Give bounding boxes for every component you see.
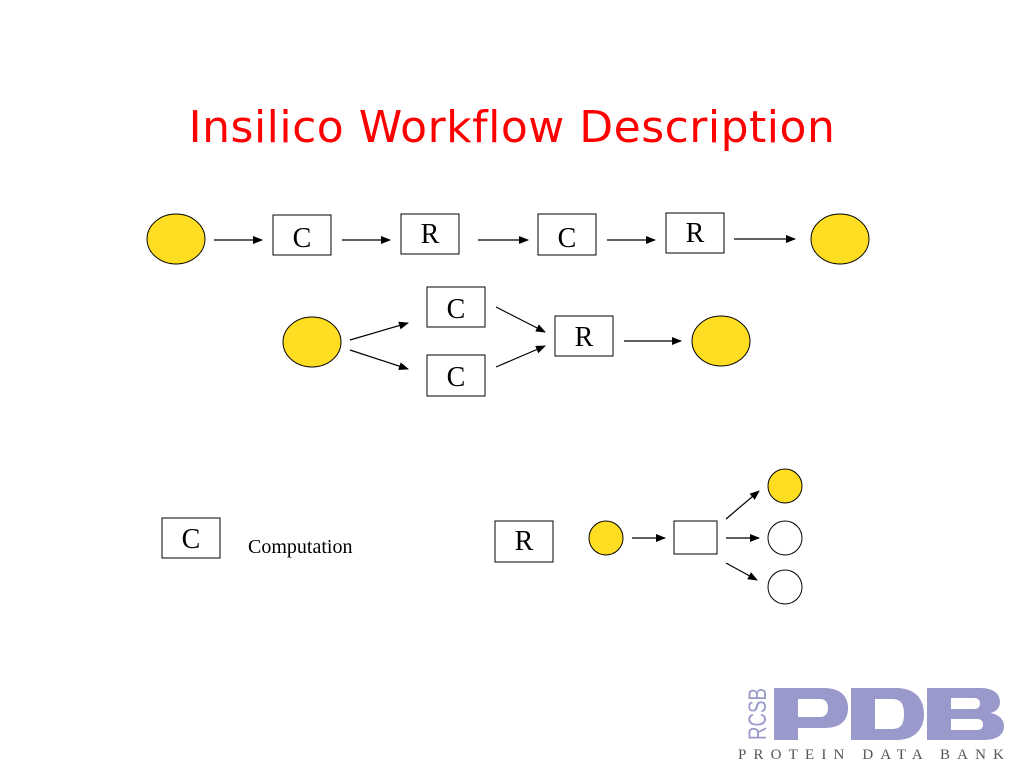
- fork-arrow-down: [349, 349, 409, 370]
- parallel-workflow: C C R: [282, 286, 751, 397]
- r-box: [400, 213, 460, 255]
- computation-box-label: C: [447, 362, 466, 393]
- input-data-node: [146, 213, 206, 265]
- fork-arrow-up: [349, 321, 409, 341]
- computation-box: [426, 286, 486, 328]
- legend-r-box: [494, 520, 554, 563]
- legend-output-node: [767, 520, 803, 556]
- input-data-node: [282, 316, 342, 368]
- legend-arrow-down: [725, 562, 758, 581]
- r-box-label: R: [575, 322, 594, 353]
- logo-rcsb-text: RCSB: [744, 688, 772, 740]
- computation-box: [426, 354, 486, 397]
- output-data-node: [691, 315, 751, 367]
- linear-workflow: C R C R: [146, 212, 870, 265]
- rcsb-pdb-logo: RCSB PROTEIN DATA BANK: [738, 688, 1004, 762]
- computation-box-label: C: [293, 223, 312, 254]
- legend-r-box-label: R: [515, 526, 534, 557]
- legend-process-box: [673, 520, 718, 555]
- computation-box-label: C: [447, 294, 466, 325]
- legend-output-node: [767, 569, 803, 605]
- output-data-node: [810, 213, 870, 265]
- legend-computation-box: [161, 517, 221, 559]
- logo-letter-b: [927, 688, 1004, 740]
- logo-subtitle: PROTEIN DATA BANK: [738, 747, 1004, 762]
- r-box-label: R: [686, 218, 705, 249]
- legend-input-node: [588, 520, 624, 556]
- legend-computation-label: Computation: [248, 536, 353, 558]
- r-box-label: R: [421, 219, 440, 250]
- computation-box: [272, 214, 332, 256]
- legend-computation-box-label: C: [182, 524, 201, 555]
- computation-box-label: C: [558, 223, 577, 254]
- logo-letter-d: [851, 688, 924, 740]
- slide-title: Insilico Workflow Description: [188, 102, 836, 153]
- logo-letter-p: [774, 688, 848, 740]
- r-box: [665, 212, 725, 254]
- computation-box: [537, 213, 597, 256]
- r-box: [554, 315, 614, 357]
- merge-arrow-bottom: [495, 345, 546, 368]
- merge-arrow-top: [495, 306, 546, 333]
- legend: C R: [161, 468, 803, 605]
- legend-selected-output-node: [767, 468, 803, 504]
- legend-arrow-up: [725, 490, 760, 520]
